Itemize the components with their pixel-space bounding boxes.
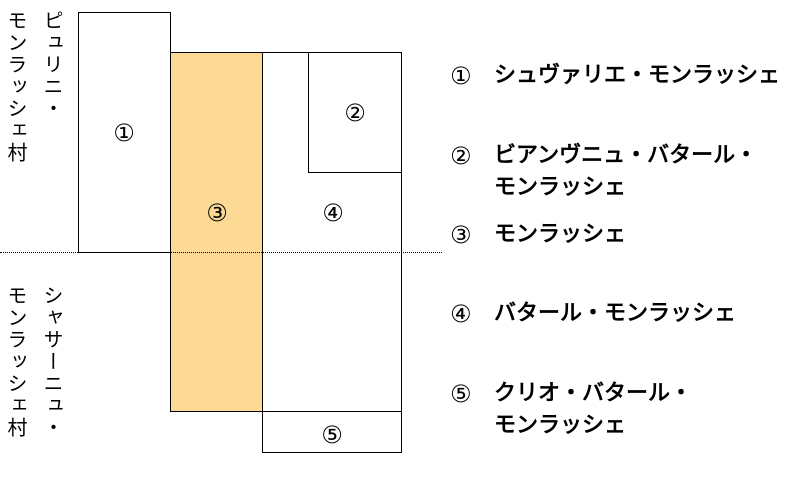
legend-number: ④: [450, 300, 472, 328]
legend-number: ①: [450, 62, 472, 90]
legend-number: ②: [450, 142, 472, 170]
parcel-3-label: ③: [206, 199, 228, 227]
upper-village-label-col1: ピュリニ・: [40, 10, 64, 120]
lower-village-label-col2: モンラッシェ村: [4, 285, 28, 439]
parcel-2-bienvenues-batard-montrachet: [308, 52, 402, 173]
parcel-3-montrachet: [170, 52, 263, 412]
lower-village-label-col1: シャサーニュ・: [40, 285, 64, 439]
legend-number: ⑤: [450, 380, 472, 408]
legend-text: クリオ・バタール・ モンラッシェ: [494, 381, 693, 438]
legend-text: シュヴァリエ・モンラッシェ: [494, 63, 781, 88]
legend-text: バタール・モンラッシェ: [494, 301, 737, 326]
legend-number: ③: [450, 221, 472, 249]
parcel-2-label: ②: [344, 99, 366, 127]
village-boundary-line: [0, 252, 442, 253]
parcel-4-label: ④: [322, 199, 344, 227]
parcel-5-criots-batard-montrachet: [262, 411, 402, 453]
upper-village-label-col2: モンラッシェ村: [4, 10, 28, 164]
legend-text: モンラッシェ: [494, 222, 627, 247]
parcel-5-label: ⑤: [321, 421, 343, 449]
legend-text: ビアンヴニュ・バタール・ モンラッシェ: [494, 143, 758, 200]
parcel-1-chevalier-montrachet: [78, 12, 171, 253]
parcel-1-label: ①: [113, 119, 135, 147]
